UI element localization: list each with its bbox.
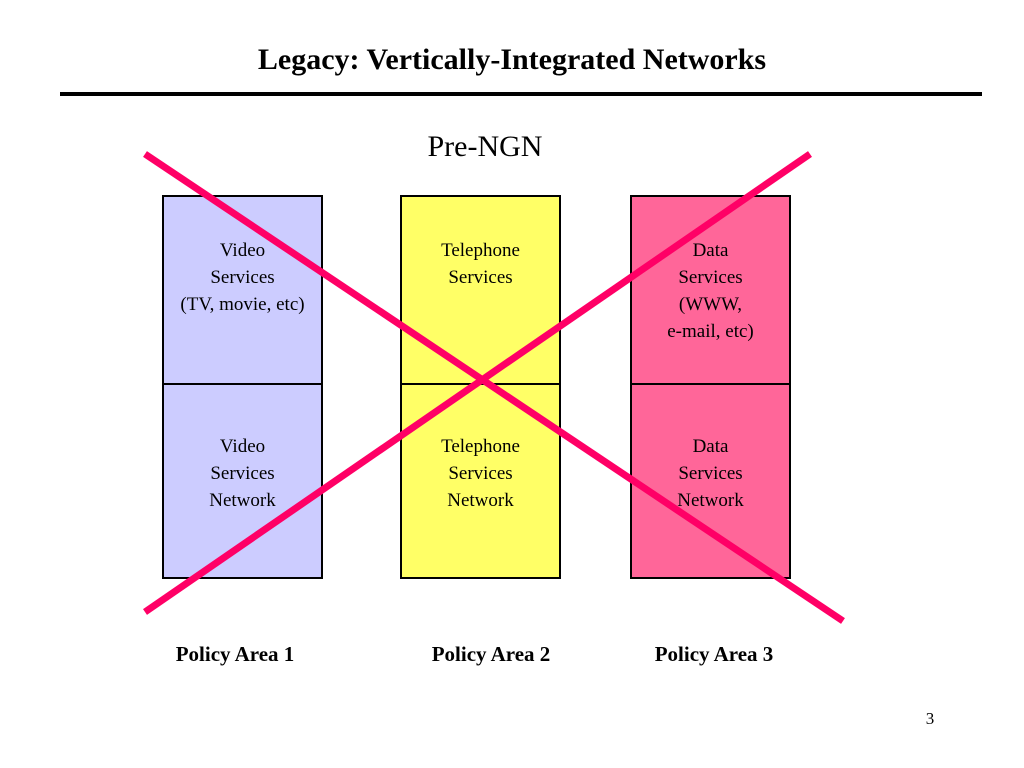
column-data: Data Services (WWW, e-mail, etc) Data Se… — [630, 195, 791, 579]
telephone-network-cell: Telephone Services Network — [402, 385, 559, 577]
slide-title: Legacy: Vertically-Integrated Networks — [257, 43, 767, 76]
data-network-line: Network — [677, 490, 744, 511]
telephone-services-line: Telephone — [441, 240, 520, 261]
video-services-line: Video — [219, 240, 266, 261]
telephone-network-line: Telephone — [441, 436, 520, 457]
video-services-line: Services — [210, 267, 275, 288]
data-services-line: (WWW, — [678, 294, 743, 315]
policy-area-3-label: Policy Area 3 — [654, 642, 774, 666]
telephone-services-line: Services — [448, 267, 513, 288]
diagram-subtitle: Pre-NGN — [427, 130, 543, 163]
video-services-line: (TV, movie, etc) — [180, 294, 305, 315]
policy-area-2-label: Policy Area 2 — [431, 642, 551, 666]
video-network-cell: Video Services Network — [164, 385, 321, 577]
data-network-line: Services — [678, 463, 743, 484]
title-divider — [60, 92, 982, 96]
data-services-line: e-mail, etc) — [667, 321, 754, 342]
data-services-line: Data — [692, 240, 729, 261]
telephone-services-cell: Telephone Services — [402, 197, 559, 385]
data-network-cell: Data Services Network — [632, 385, 789, 577]
data-services-line: Services — [678, 267, 743, 288]
data-services-cell: Data Services (WWW, e-mail, etc) — [632, 197, 789, 385]
video-network-line: Video — [219, 436, 266, 457]
page-number: 3 — [925, 709, 935, 728]
column-video: Video Services (TV, movie, etc) Video Se… — [162, 195, 323, 579]
policy-area-1-label: Policy Area 1 — [175, 642, 295, 666]
video-network-line: Services — [210, 463, 275, 484]
video-services-cell: Video Services (TV, movie, etc) — [164, 197, 321, 385]
telephone-network-line: Services — [448, 463, 513, 484]
telephone-network-line: Network — [447, 490, 514, 511]
data-network-line: Data — [692, 436, 729, 457]
column-telephone: Telephone Services Telephone Services Ne… — [400, 195, 561, 579]
video-network-line: Network — [209, 490, 276, 511]
